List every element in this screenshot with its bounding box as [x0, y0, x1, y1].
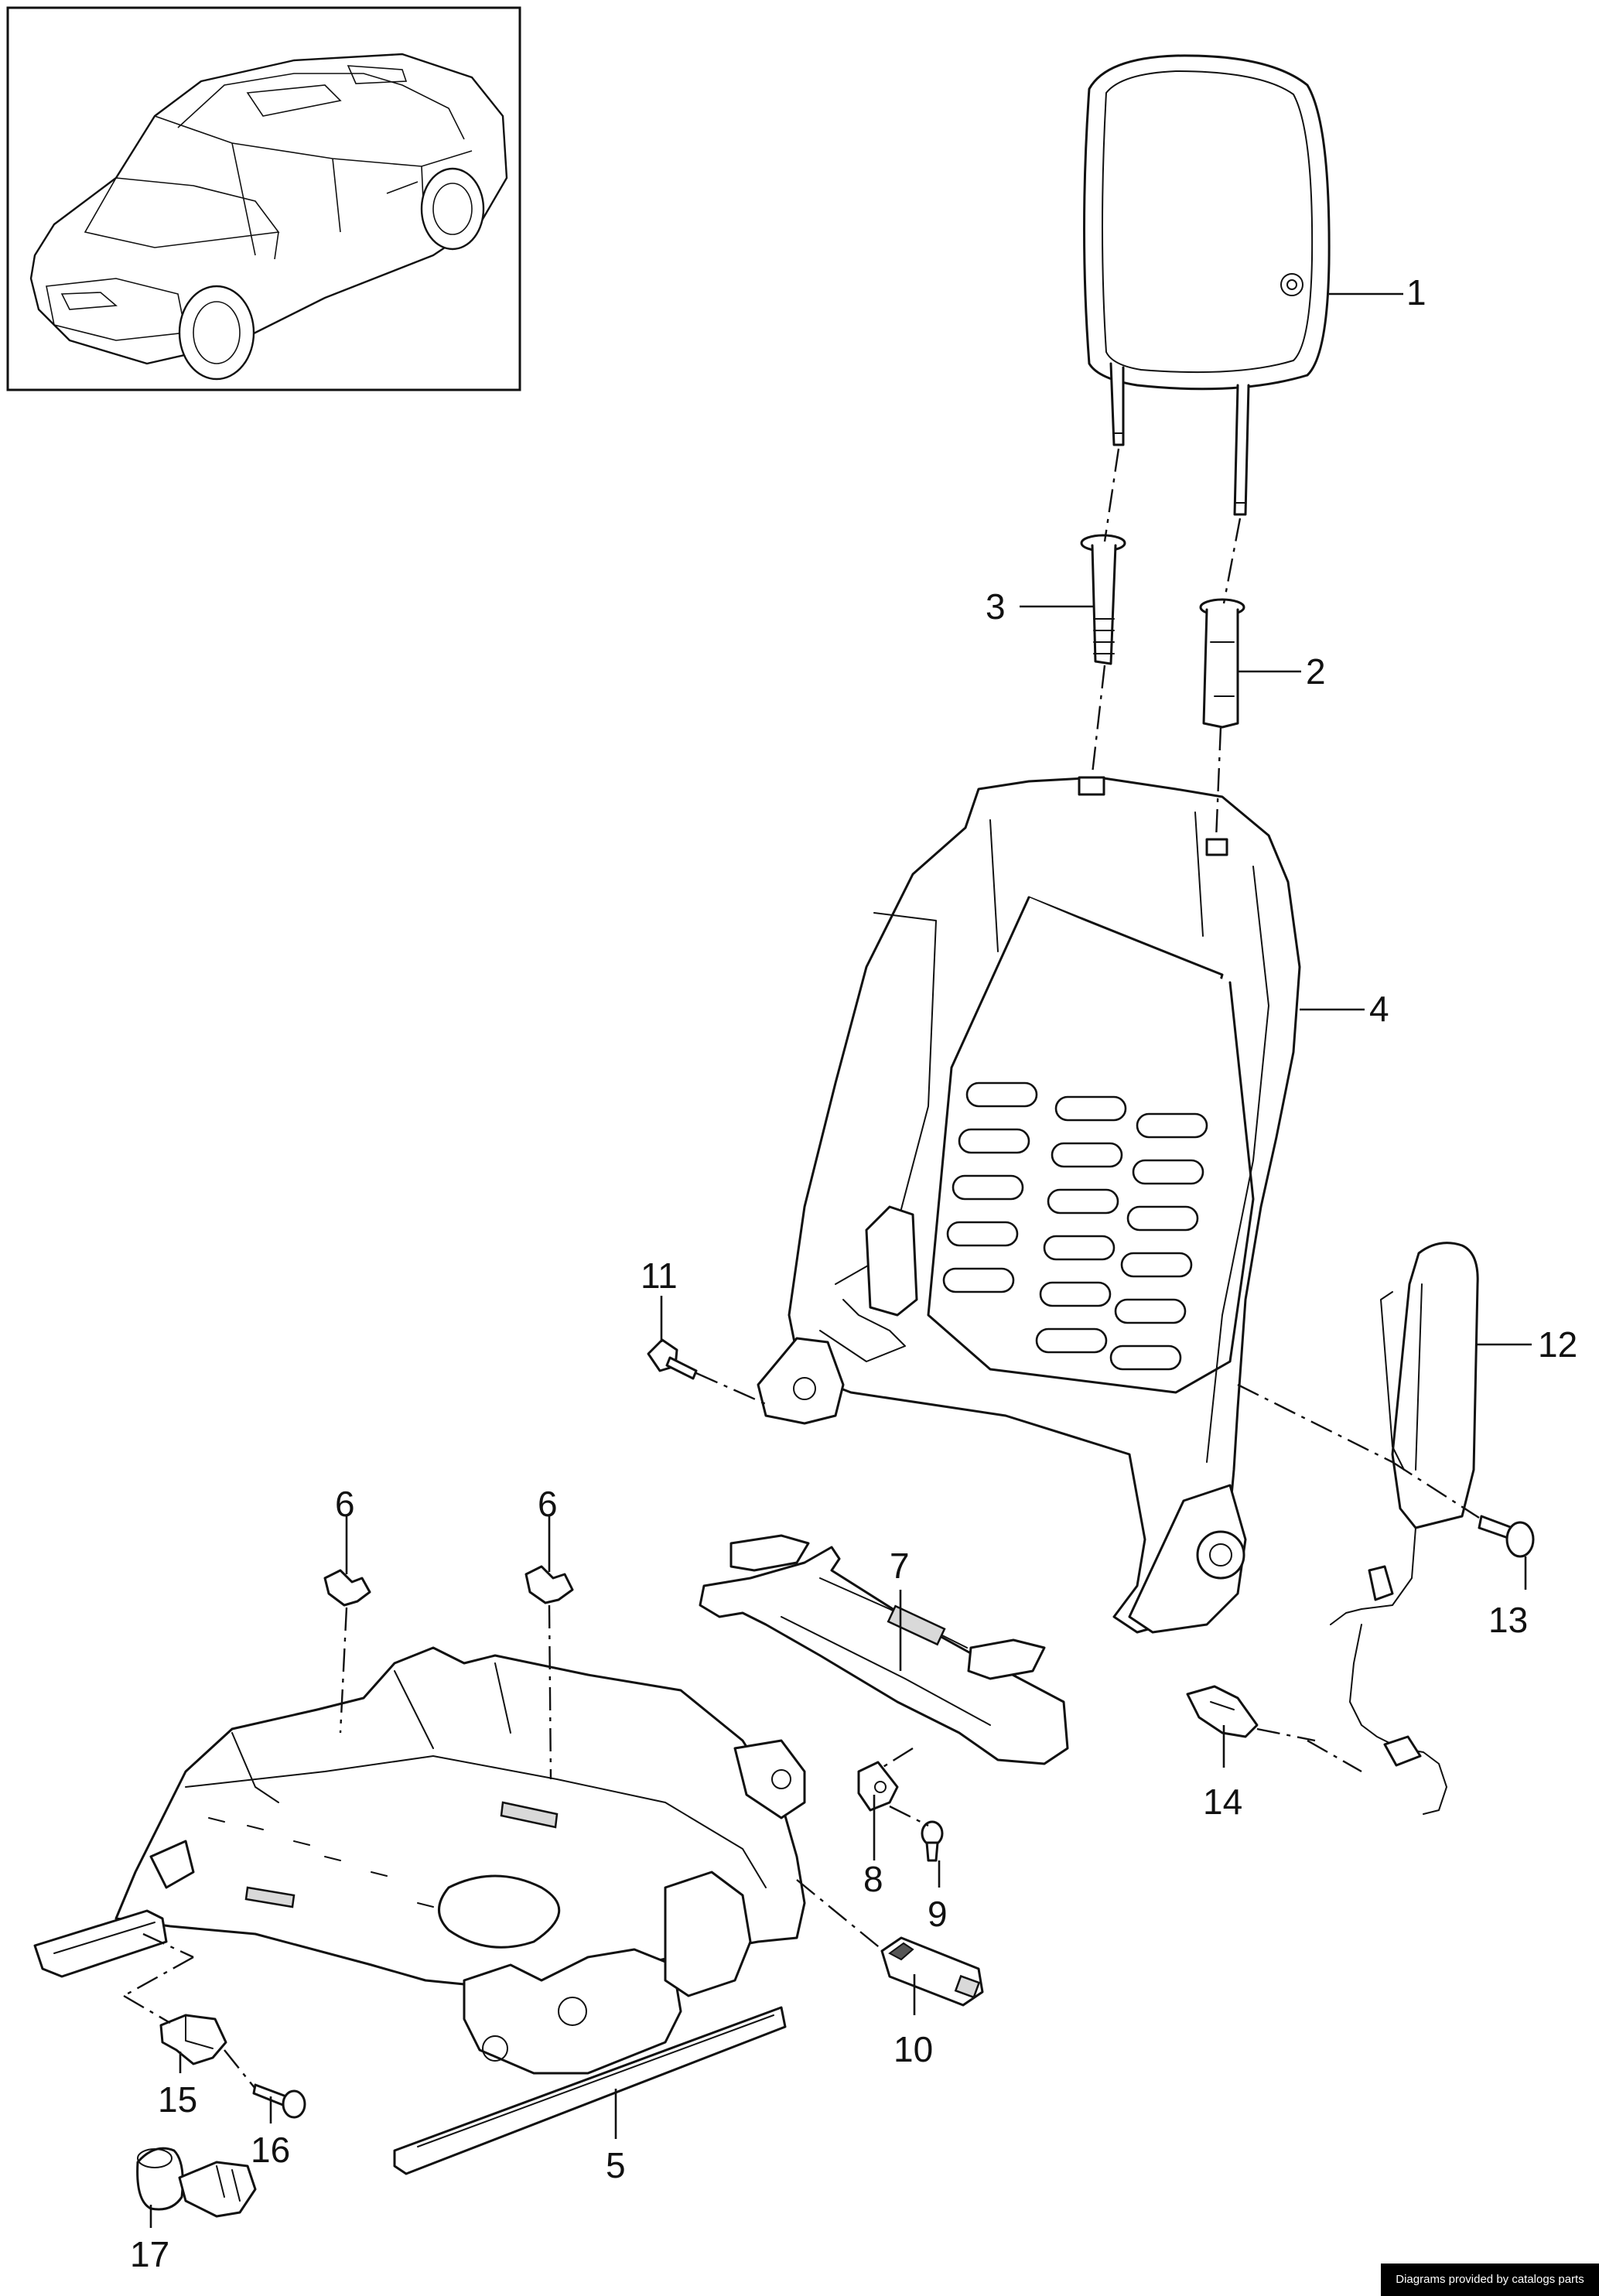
callout-6-left: 6 [335, 1484, 355, 1524]
side-airbag-part [1330, 1242, 1479, 1815]
headrest-part [1083, 54, 1331, 516]
headrest-guide-right-part [1199, 598, 1245, 729]
callout-6-right: 6 [538, 1484, 558, 1524]
adjustment-bracket-part [699, 1534, 1069, 1765]
callout-1: 1 [1406, 272, 1426, 313]
callout-labels: 1 2 3 4 5 6 6 7 8 9 10 11 12 13 14 15 16… [130, 272, 1577, 2274]
seat-base-frame-part [33, 1646, 806, 2175]
callout-8: 8 [863, 1859, 883, 1899]
vehicle-thumbnail [6, 6, 521, 391]
callout-9: 9 [928, 1894, 948, 1934]
callout-13: 13 [1488, 1600, 1528, 1640]
callout-14: 14 [1203, 1782, 1242, 1822]
callout-12: 12 [1538, 1324, 1577, 1365]
bolt-11-part [647, 1338, 698, 1380]
callout-lines [149, 292, 1532, 2228]
cable-end-17-part [136, 2147, 257, 2218]
callout-15: 15 [158, 2079, 197, 2120]
callout-16: 16 [251, 2130, 290, 2170]
screw-13-part [1478, 1515, 1535, 1558]
callout-4: 4 [1369, 989, 1389, 1029]
callout-17: 17 [130, 2234, 169, 2274]
callout-7: 7 [890, 1546, 910, 1586]
clip-6-left-part [323, 1569, 371, 1607]
trim-cover-part [1186, 1685, 1259, 1738]
callout-11: 11 [641, 1256, 678, 1296]
seat-back-frame-part [757, 776, 1301, 1634]
clip-nut-part [857, 1761, 899, 1812]
callout-3: 3 [986, 586, 1006, 627]
screw-9-part [921, 1820, 944, 1862]
assembly-lead-lines [123, 448, 1480, 2089]
credit-badge[interactable]: Diagrams provided by catalogs parts [1381, 2264, 1599, 2296]
callout-2: 2 [1306, 651, 1326, 692]
headrest-guide-part [1080, 534, 1126, 665]
callout-10: 10 [893, 2029, 933, 2069]
screw-16-part [252, 2083, 306, 2119]
bracket-15-part [159, 2014, 227, 2065]
clip-6-right-part [524, 1565, 574, 1604]
callout-5: 5 [606, 2145, 626, 2185]
connector-10-part [880, 1936, 984, 2007]
